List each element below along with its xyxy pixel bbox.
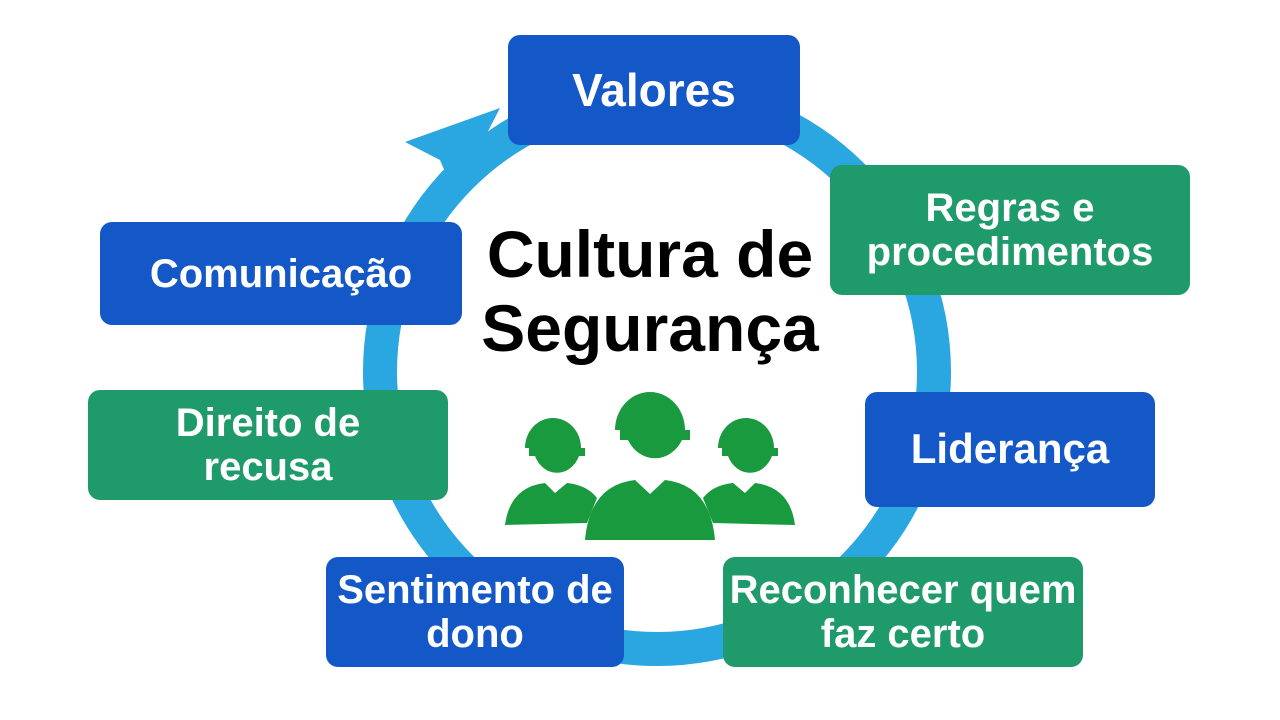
box-valores: Valores	[508, 35, 800, 145]
workers-icon	[505, 392, 795, 540]
box-direito-recusa: Direito de recusa	[88, 390, 448, 500]
center-title-line2: Segurança	[481, 290, 819, 365]
center-title: Cultura de Segurança	[460, 217, 840, 366]
box-sentimento-dono: Sentimento de dono	[326, 557, 624, 667]
box-regras-procedimentos: Regras e procedimentos	[830, 165, 1190, 295]
center-title-line1: Cultura de	[486, 217, 814, 291]
box-reconhecer: Reconhecer quem faz certo	[723, 557, 1083, 667]
arrowhead-icon	[405, 108, 500, 195]
box-comunicacao: Comunicação	[100, 222, 462, 325]
box-lideranca: Liderança	[865, 392, 1155, 507]
